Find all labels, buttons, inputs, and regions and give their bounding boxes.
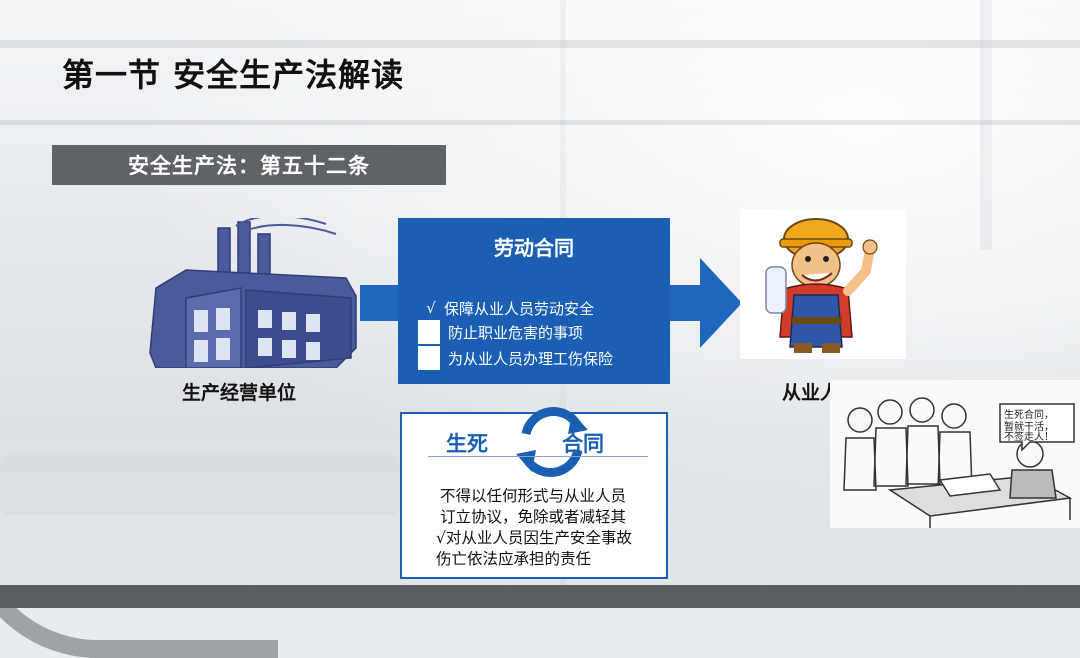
factory-icon [146,218,360,368]
body-line: 伤亡依法应承担的责任 [406,549,662,570]
contract-item-text: 保障从业人员劳动安全 [444,298,594,319]
worker-image-frame [740,209,906,359]
body-line: 不得以任何形式与从业人员 [406,486,662,507]
body-line: 订立协议，免除或者减轻其 [406,507,662,528]
section-banner: 安全生产法：第五十二条 [52,145,446,185]
contract-item: 为从业人员办理工伤保险 [418,346,658,370]
slide-title: 第一节 安全生产法解读 [62,50,404,96]
life-death-right-text: 合同 [562,428,604,458]
svg-text:生死合同，: 生死合同， [1004,408,1054,421]
life-death-body: 不得以任何形式与从业人员 订立协议，免除或者减轻其 √对从业人员因生产安全事故 … [406,486,662,570]
worker-icon [740,209,906,359]
checkbox-placeholder [418,346,440,370]
life-death-left-text: 生死 [446,428,488,458]
checkbox-placeholder [418,320,440,344]
cartoon-icon: 生死合同， 暂就干活， 不签走人！ [830,380,1080,528]
contract-item: √ 保障从业人员劳动安全 [418,296,658,320]
contract-item-text: 为从业人员办理工伤保险 [448,348,613,369]
life-death-contract-card: 生死 合同 不得以任何形式与从业人员 订立协议，免除或者减轻其 √对从业人员因生… [400,412,668,579]
body-line: √对从业人员因生产安全事故 [406,528,662,549]
bottom-band [0,585,1080,608]
arrow-shaft-right [668,285,702,321]
svg-text:不签走人！: 不签走人！ [1004,430,1054,443]
cartoon-illustration: 生死合同， 暂就干活， 不签走人！ [830,380,1080,528]
divider-line [428,456,648,457]
contract-item-text: 防止职业危害的事项 [448,322,583,343]
arrow-head-right [700,258,742,348]
labor-contract-box: 劳动合同 √ 保障从业人员劳动安全 防止职业危害的事项 为从业人员办理工伤保险 [398,218,670,384]
contract-item: 防止职业危害的事项 [418,320,658,344]
contract-title: 劳动合同 [398,232,670,261]
factory-label: 生产经营单位 [182,378,296,405]
check-mark: √ [418,299,444,317]
